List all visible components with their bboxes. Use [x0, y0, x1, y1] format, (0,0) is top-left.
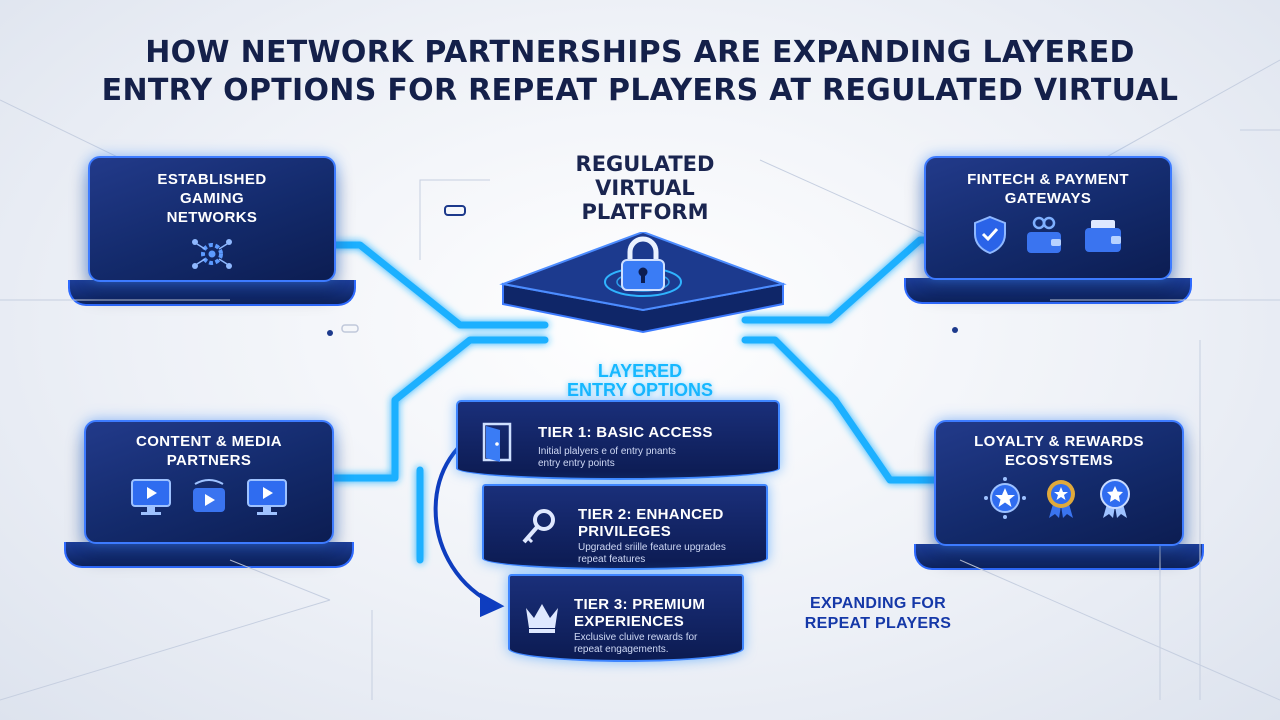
tier-3-name-line-2: EXPERIENCES	[574, 613, 684, 630]
fintech-icons	[926, 214, 1170, 256]
expanding-label: EXPANDING FOR REPEAT PLAYERS	[778, 594, 978, 634]
tier-3-desc-line-2: repeat engagements.	[574, 644, 669, 655]
layered-entry-title: LAYERED ENTRY OPTIONS	[500, 362, 780, 400]
door-icon	[482, 422, 512, 462]
title-line-2: ENTRY OPTIONS FOR REPEAT PLAYERS AT REGU…	[101, 73, 1179, 108]
medal-icon	[1047, 480, 1075, 518]
node-loyalty-label: LOYALTY & REWARDS ECOSYSTEMS	[946, 432, 1172, 470]
gear-network-icon	[192, 239, 232, 269]
content-line-2: PARTNERS	[166, 452, 252, 469]
tier-1-desc-line-1: Initial plalyers e of entry pnants	[538, 446, 676, 457]
node-loyalty-rewards: LOYALTY & REWARDS ECOSYSTEMS	[914, 420, 1204, 570]
award-ribbon-icon	[1100, 479, 1130, 518]
connector-loyalty	[741, 336, 949, 484]
loyalty-line-1: LOYALTY & REWARDS	[974, 433, 1144, 450]
crown-icon	[526, 604, 558, 633]
tier-2-name-line-1: TIER 2: ENHANCED	[578, 506, 724, 523]
tier-1-desc-line-2: entry entry points	[538, 458, 615, 469]
loyalty-line-2: ECOSYSTEMS	[1004, 452, 1114, 469]
node-content-media: CONTENT & MEDIA PARTNERS	[64, 420, 354, 568]
tier-2-desc-line-1: Upgraded sriille feature upgrades	[578, 542, 726, 553]
key-icon	[522, 509, 555, 544]
tier-2-name-line-2: PRIVILEGES	[578, 523, 672, 540]
shield-icon	[974, 215, 1006, 255]
tier-1-name-line-1: TIER 1: BASIC ACCESS	[538, 424, 713, 441]
wallet-card-icon	[1085, 220, 1121, 252]
gaming-line-3: NETWORKS	[166, 209, 258, 226]
gaming-line-1: ESTABLISHED	[157, 171, 267, 188]
title-line-1: HOW NETWORK PARTNERSHIPS ARE EXPANDING L…	[145, 35, 1135, 70]
platform-line-2: VIRTUAL	[595, 176, 695, 200]
arrow-head-down	[480, 592, 505, 618]
gaming-icons	[90, 234, 334, 274]
content-line-1: CONTENT & MEDIA	[136, 433, 282, 450]
play-button-icon	[193, 479, 225, 512]
content-icons	[86, 476, 332, 518]
fintech-line-1: FINTECH & PAYMENT	[967, 171, 1129, 188]
page-title: HOW NETWORK PARTNERSHIPS ARE EXPANDING L…	[0, 34, 1280, 110]
connector-content	[326, 336, 549, 482]
tier-1-card: TIER 1: BASIC ACCESS Initial plalyers e …	[456, 400, 780, 480]
wallet-icon	[1027, 216, 1061, 253]
tier-3-desc-line-1: Exclusive cluive rewards for	[574, 632, 698, 643]
platform-block	[499, 232, 787, 334]
node-gaming-networks: ESTABLISHED GAMING NETWORKS	[68, 156, 356, 306]
expanding-line-2: REPEAT PLAYERS	[804, 615, 952, 632]
tier-3-name-line-1: TIER 3: PREMIUM	[574, 596, 706, 613]
node-fintech-gateways: FINTECH & PAYMENT GATEWAYS	[904, 156, 1192, 304]
loyalty-icons	[936, 476, 1182, 520]
node-gaming-label: ESTABLISHED GAMING NETWORKS	[100, 170, 324, 227]
background-dots	[327, 205, 958, 336]
gaming-line-2: GAMING	[179, 190, 245, 207]
platform-title: REGULATED VIRTUAL PLATFORM	[520, 152, 770, 224]
layered-line-1: LAYERED	[597, 361, 683, 381]
fintech-line-2: GATEWAYS	[1004, 190, 1092, 207]
background-circuit-lines	[0, 59, 1280, 701]
tier-1-name: TIER 1: BASIC ACCESS	[538, 424, 713, 441]
node-fintech-label: FINTECH & PAYMENT GATEWAYS	[936, 170, 1160, 208]
platform-line-1: REGULATED	[575, 152, 715, 176]
platform-line-3: PLATFORM	[581, 200, 709, 224]
monitor-play-icon	[131, 479, 171, 515]
padlock-icon	[621, 236, 665, 291]
tier-2-desc-line-2: repeat features	[578, 554, 646, 565]
node-content-label: CONTENT & MEDIA PARTNERS	[96, 432, 322, 470]
monitor-play-icon	[247, 479, 287, 515]
expanding-line-1: EXPANDING FOR	[809, 595, 947, 612]
layered-line-2: ENTRY OPTIONS	[566, 380, 714, 400]
star-badge-icon	[984, 477, 1026, 519]
